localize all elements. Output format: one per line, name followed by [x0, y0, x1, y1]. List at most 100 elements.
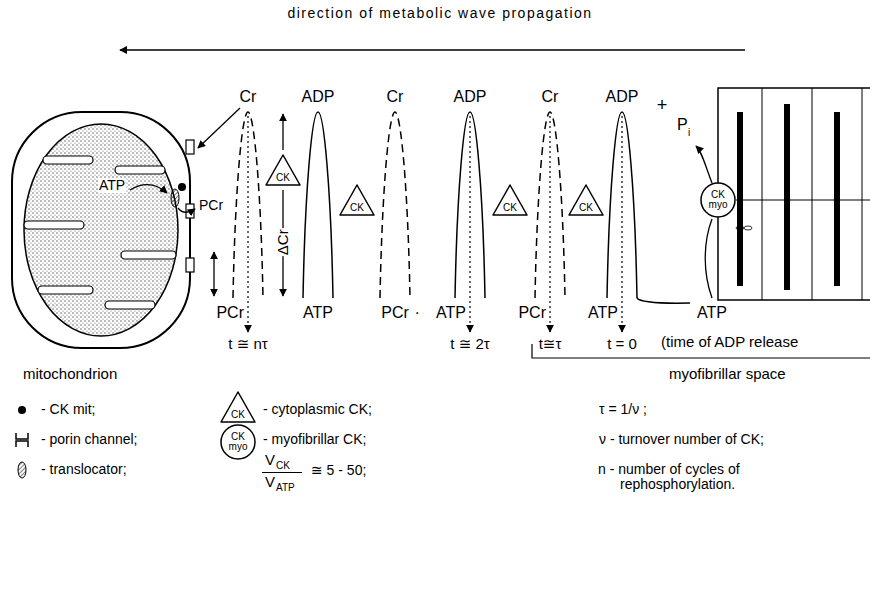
- fraction-line: [262, 472, 302, 473]
- subscript: i: [687, 127, 691, 138]
- crista: [115, 166, 165, 174]
- flux-arrow: [198, 108, 240, 148]
- time-arrow: [621, 116, 622, 332]
- delta-arrow: [282, 114, 283, 150]
- amplitude-arrow: [213, 252, 214, 296]
- wave-label: Cr: [541, 88, 560, 106]
- wave-label: ATP: [302, 304, 334, 322]
- thick-filament: [784, 104, 790, 290]
- node-text: CK: [492, 203, 528, 213]
- time-label: (time of ADP release: [660, 334, 799, 351]
- node-text: CK: [220, 410, 256, 420]
- time-arrow: [549, 116, 550, 332]
- porin-channel: [186, 140, 194, 154]
- time-label: t≅τ: [538, 336, 563, 353]
- node-text: CK: [339, 203, 375, 213]
- wave-label: Cr: [386, 88, 405, 106]
- circle-shape: [701, 183, 735, 217]
- legend-text: - myofibrillar CK;: [262, 432, 367, 447]
- wave-arch: [607, 112, 637, 298]
- ck-mit-dot: [178, 183, 186, 191]
- title: direction of metabolic wave propagation: [286, 6, 593, 21]
- triangle-shape: [340, 185, 374, 215]
- crossbridge: [744, 226, 752, 230]
- ratio-value: ≅ 5 - 50;: [310, 463, 367, 478]
- triangle-shape: [221, 392, 255, 422]
- crista: [24, 221, 84, 229]
- wave-label: ADP: [301, 88, 336, 106]
- mito-label: PCr: [198, 198, 224, 213]
- wave-arch: [233, 112, 263, 298]
- node-text: CK myo: [709, 190, 728, 210]
- region-label: myofibrillar space: [668, 366, 787, 383]
- wave-arch: [380, 112, 410, 298]
- legend-ck-myo-circle: CK myo: [220, 424, 256, 460]
- plus-sign: +: [656, 96, 669, 116]
- legend-text: - porin channel;: [40, 432, 139, 447]
- flux-arrow: [130, 185, 167, 193]
- direction-arrow: [120, 49, 745, 51]
- wave-tail: [637, 298, 690, 303]
- flux-arrow: [705, 219, 712, 298]
- mitochondrion-outer-membrane: [12, 112, 190, 348]
- triangle-shape: [569, 185, 603, 215]
- wave-label: ATP: [435, 304, 467, 322]
- mitochondrion-matrix: [24, 124, 178, 336]
- time-label: t ≅ nτ: [227, 336, 268, 353]
- cytoplasmic-ck-triangle: CK: [265, 154, 301, 186]
- region-label: mitochondrion: [22, 366, 118, 383]
- definition: ν - turnover number of CK;: [598, 432, 765, 447]
- thick-filament: [737, 112, 743, 286]
- crista: [105, 301, 155, 309]
- definition: n - number of cycles of rephosphorylatio…: [598, 462, 826, 493]
- flux-arrow: [178, 208, 195, 212]
- definition: τ = 1/ν ;: [598, 402, 648, 417]
- node-text: CK myo: [229, 432, 248, 452]
- z-line: [762, 88, 763, 300]
- z-line: [812, 88, 813, 300]
- myofibrillar-ck-circle: CK myo: [700, 182, 736, 218]
- z-line: [862, 88, 863, 300]
- legend-text: - translocator;: [40, 462, 128, 477]
- wave-label: PCr: [517, 304, 547, 322]
- legend-text: - cytoplasmic CK;: [262, 402, 373, 417]
- node-text: CK: [568, 203, 604, 213]
- cytoplasmic-ck-triangle: CK: [339, 184, 375, 216]
- flux-arrow: [696, 146, 712, 183]
- porin-channel: [186, 258, 194, 272]
- wave-label: ATP: [696, 304, 728, 322]
- delta-label: ΔCr: [275, 228, 292, 256]
- legend-ck-triangle: CK: [220, 391, 256, 423]
- wave-arch: [303, 112, 333, 298]
- triangle-shape: [493, 185, 527, 215]
- legend-porin-symbol: [16, 433, 28, 447]
- crossbridge: [736, 226, 744, 230]
- subscript: ATP: [275, 482, 296, 493]
- node-text: CK: [265, 173, 301, 183]
- time-arrow: [247, 116, 248, 332]
- crista: [121, 251, 176, 259]
- wave-label: ADP: [605, 88, 640, 106]
- translocator: [171, 189, 179, 207]
- cytoplasmic-ck-triangle: CK: [492, 184, 528, 216]
- subscript: CK: [275, 460, 291, 471]
- m-line: [736, 199, 870, 200]
- time-arrow: [469, 116, 470, 332]
- circle-shape: [221, 425, 255, 459]
- crista: [38, 286, 93, 294]
- wave-label: Cr: [239, 88, 258, 106]
- time-label: t ≅ 2τ: [449, 336, 490, 353]
- wave-arch: [535, 112, 565, 298]
- triangle-shape: [266, 155, 300, 185]
- dot-mark: .: [414, 300, 420, 318]
- legend-translocator-symbol: [18, 462, 26, 478]
- wave-label: ADP: [453, 88, 488, 106]
- thick-filament: [834, 112, 840, 286]
- wave-label: PCr: [215, 304, 245, 322]
- legend-text: - CK mit;: [40, 402, 96, 417]
- wave-label: ATP: [587, 304, 619, 322]
- time-label: t = 0: [606, 336, 638, 353]
- cytoplasmic-ck-triangle: CK: [568, 184, 604, 216]
- wave-label: PCr: [380, 304, 410, 322]
- wave-arch: [455, 112, 485, 298]
